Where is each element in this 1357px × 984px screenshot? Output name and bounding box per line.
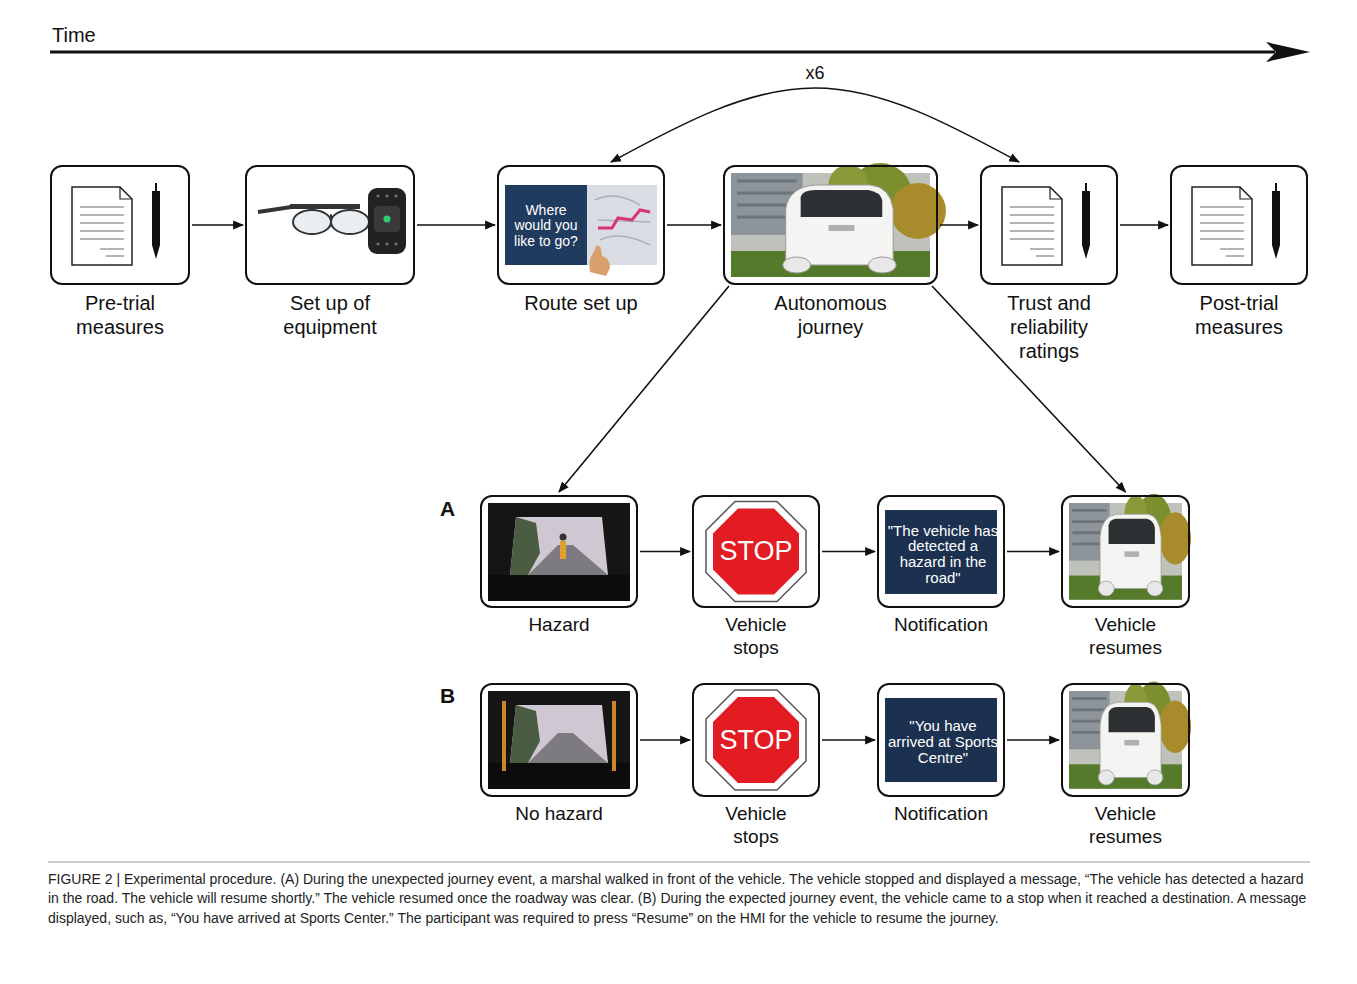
event-box: STOPVehicle stops (692, 683, 820, 797)
step-box: Post-trial measures (1170, 165, 1308, 285)
eye-tracker-glasses (258, 204, 369, 234)
flow-arrow (640, 739, 690, 741)
notification-text: "You have arrived at Sports Centre" (887, 700, 999, 784)
step-box: Autonomous journey (723, 165, 938, 285)
flow-arrow (417, 224, 495, 226)
step-label: Hazard (489, 614, 629, 637)
panel-letter: B (440, 684, 455, 708)
step-box: Set up of equipment (245, 165, 415, 285)
axis-label: Time (52, 24, 96, 47)
panel-letter: A (440, 497, 455, 521)
flow-arrow (940, 224, 978, 226)
step-label: Pre-trial measures (65, 291, 175, 339)
event-box: No hazard (480, 683, 638, 797)
pod-photo (1069, 682, 1191, 789)
flow-arrow (822, 739, 875, 741)
document-icon (1002, 183, 1090, 265)
event-box: "You have arrived at Sports Centre"Notif… (877, 683, 1005, 797)
event-box: STOPVehicle stops (692, 495, 820, 608)
event-box: Vehicle resumes (1061, 495, 1190, 608)
pod-photo (731, 163, 946, 277)
flow-arrow (1120, 224, 1168, 226)
document-icon (72, 183, 160, 265)
step-label: No hazard (489, 803, 629, 826)
flow-arrow (822, 551, 875, 553)
step-box: Pre-trial measures (50, 165, 190, 285)
cabin-view (488, 503, 630, 601)
figure-caption: FIGURE 2 | Experimental procedure. (A) D… (48, 870, 1310, 928)
step-box: Trust and reliability ratings (980, 165, 1118, 285)
step-label: Autonomous journey (761, 291, 901, 339)
flow-arrow (611, 88, 1019, 162)
step-label: Vehicle stops (706, 614, 806, 660)
stop-text: STOP (694, 685, 818, 795)
flow-arrow (1007, 551, 1059, 553)
step-label: Set up of equipment (270, 291, 390, 339)
flow-arrow (1007, 739, 1059, 741)
cabin-view (488, 691, 630, 789)
step-label: Vehicle resumes (1076, 614, 1176, 660)
marshal-figure (560, 534, 567, 560)
caption-rule (48, 862, 1310, 863)
wristband (368, 188, 406, 254)
repeat-count: x6 (802, 63, 827, 84)
event-box: "The vehicle has detected a hazard in th… (877, 495, 1005, 608)
step-box: Where would you like to go?Route set up (497, 165, 665, 285)
step-label: Vehicle stops (706, 803, 806, 849)
step-label: Notification (871, 614, 1011, 637)
pod-photo (1069, 494, 1191, 600)
stop-text: STOP (694, 497, 818, 606)
flow-arrow (192, 224, 243, 226)
step-label: Route set up (496, 291, 666, 315)
cabin-pillars (502, 701, 616, 771)
flow-arrow (559, 286, 729, 492)
step-label: Trust and reliability ratings (994, 291, 1104, 363)
screen-text: Where would you like to go? (507, 187, 585, 265)
time-arrow (50, 42, 1310, 62)
flow-arrow (667, 224, 721, 226)
step-label: Post-trial measures (1184, 291, 1294, 339)
document-icon (1192, 183, 1280, 265)
event-box: Hazard (480, 495, 638, 608)
flow-arrow (640, 551, 690, 553)
step-label: Vehicle resumes (1076, 803, 1176, 849)
route-screen (505, 185, 657, 276)
step-label: Notification (871, 803, 1011, 826)
event-box: Vehicle resumes (1061, 683, 1190, 797)
notification-text: "The vehicle has detected a hazard in th… (887, 512, 999, 596)
flow-arrow (932, 286, 1126, 492)
